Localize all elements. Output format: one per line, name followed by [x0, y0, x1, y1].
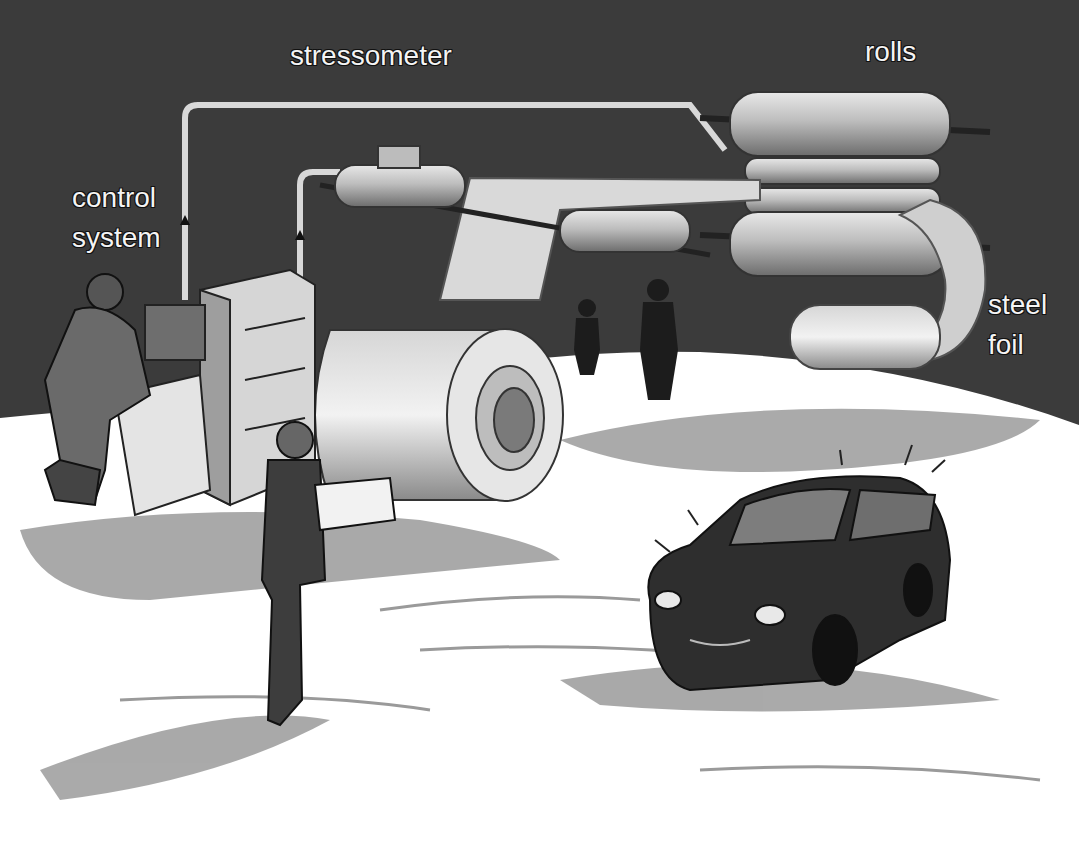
arrow [295, 230, 305, 240]
wheel [813, 615, 857, 685]
part-label: steel foil [988, 285, 1073, 365]
shine [905, 445, 912, 465]
windshield [730, 489, 850, 545]
background-people [574, 279, 678, 400]
roller [335, 165, 465, 207]
body [262, 460, 325, 725]
engineer [262, 422, 395, 725]
coil-body [790, 305, 940, 369]
coil-face [447, 329, 563, 501]
car [648, 476, 950, 690]
body [640, 302, 678, 400]
body [574, 318, 600, 375]
shine [932, 460, 945, 472]
part-label: rolls [865, 32, 965, 72]
part-label: control system [72, 178, 202, 258]
headlight [655, 591, 681, 609]
shine [655, 540, 670, 552]
panel-line [245, 318, 305, 330]
shadow [560, 409, 1040, 472]
cable-arrows [180, 215, 305, 240]
big-coil [315, 329, 563, 501]
grille [690, 640, 750, 645]
operator [45, 274, 150, 505]
papers [315, 478, 395, 530]
roller [560, 210, 690, 252]
head [277, 422, 313, 458]
wheel [904, 564, 932, 616]
side-window [850, 490, 935, 540]
coil-ring [476, 366, 544, 470]
part-label: stressometer [290, 36, 510, 76]
shine [688, 510, 698, 525]
car-body [648, 476, 950, 690]
shine [840, 450, 842, 465]
monitor [145, 305, 205, 360]
legs [45, 460, 100, 505]
strip [440, 178, 760, 300]
output-coil [790, 305, 940, 369]
head [578, 299, 596, 317]
streak [380, 597, 640, 610]
panel-line [245, 368, 305, 380]
headlight [755, 605, 785, 625]
shadow [40, 716, 330, 800]
sensor [378, 146, 420, 168]
coil-hole [494, 388, 534, 452]
arrow [180, 215, 190, 225]
streak [700, 767, 1040, 780]
stressometer-roller [320, 146, 710, 255]
head [647, 279, 669, 301]
shine-marks [655, 445, 945, 552]
head [87, 274, 123, 310]
roll [745, 158, 940, 184]
roll [730, 92, 950, 156]
